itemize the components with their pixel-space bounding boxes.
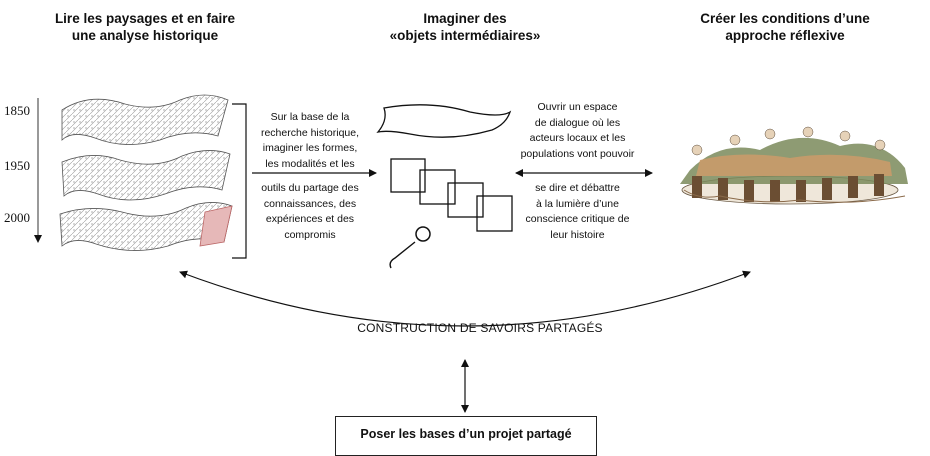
text-line: Ouvrir un espace: [537, 101, 618, 113]
text-line: outils du partage des: [261, 182, 359, 194]
heading-intermediate-objects: Imaginer des «objets intermédiaires»: [350, 10, 580, 44]
arc-label: CONSTRUCTION DE SAVOIRS PARTAGÉS: [357, 321, 603, 335]
text-line: recherche historique,: [260, 126, 360, 139]
text-line: acteurs locaux et les: [529, 132, 626, 144]
shared-knowledge-arc: [179, 270, 751, 327]
text-line: se dire et débattre: [535, 182, 620, 194]
heading-line: Lire les paysages et en faire: [54, 11, 236, 26]
people-around-table-illustration: [680, 126, 908, 205]
year-1950: 1950: [4, 158, 30, 173]
text-line: expériences et des: [265, 213, 355, 225]
text-line: populations vont pouvoir: [520, 147, 635, 160]
year-1850: 1850: [4, 103, 30, 118]
text-line: conscience critique de: [525, 213, 630, 225]
text-right-part1: Ouvrir un espace de dialogue où les acte…: [515, 100, 640, 162]
heading-reflexive-approach: Créer les conditions d’une approche réfl…: [650, 10, 920, 44]
heading-line: approche réflexive: [725, 28, 845, 43]
heading-line: «objets intermédiaires»: [389, 28, 541, 43]
text-line: leur histoire: [550, 228, 605, 241]
text-line: connaissances, des: [263, 197, 357, 210]
text-right-part2: se dire et débattre à la lumière d’une c…: [515, 181, 640, 243]
text-line: de dialogue où les: [534, 116, 621, 129]
overlapping-squares-icon: [390, 158, 513, 232]
freeform-shape-icon: [376, 104, 512, 138]
text-line: à la lumière d’une: [536, 197, 619, 210]
heading-line: une analyse historique: [71, 28, 219, 43]
text-line: Sur la base de la: [270, 111, 350, 123]
year-2000: 2000: [4, 210, 30, 225]
shared-project-box: Poser les bases d’un projet partagé: [335, 416, 597, 456]
heading-historical-analysis: Lire les paysages et en faire une analys…: [20, 10, 270, 44]
text-left-part1: Sur la base de la recherche historique, …: [250, 110, 370, 172]
historic-map-layers-icon: [59, 94, 233, 251]
heading-line: Créer les conditions d’une: [700, 11, 870, 26]
text-left-part2: outils du partage des connaissances, des…: [250, 181, 370, 243]
text-line: les modalités et les: [265, 157, 355, 170]
text-line: imaginer les formes,: [262, 142, 358, 154]
layers-bracket: [232, 103, 247, 259]
text-line: compromis: [284, 228, 336, 241]
microphone-icon: [389, 226, 431, 269]
heading-line: Imaginer des: [423, 11, 507, 26]
